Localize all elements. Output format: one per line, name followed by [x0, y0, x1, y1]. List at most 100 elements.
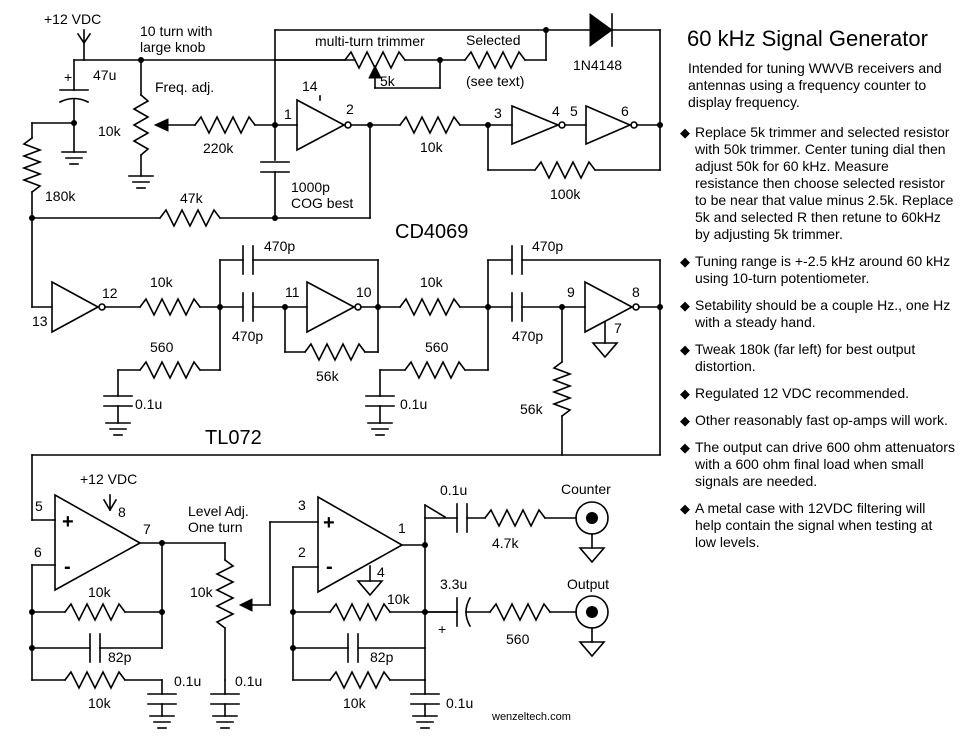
inverter-u1b [511, 104, 561, 146]
label-100k: 100k [550, 186, 581, 202]
pin-2: 2 [346, 101, 354, 117]
label-470p-d: 470p [512, 328, 543, 344]
note-text: Tuning range is +-2.5 kHz around 60 kHz … [695, 253, 951, 286]
freq-pot-10k [132, 93, 150, 157]
label-pot-10k: 10k [98, 123, 122, 139]
note-text: The output can drive 600 ohm attenuators… [695, 439, 955, 489]
note-item: ◆ Replace 5k trimmer and selected resisto… [680, 124, 955, 243]
label-10k-gnd2: 10k [343, 695, 367, 711]
inverter-u1a [296, 98, 346, 152]
ground-opamp-a [149, 715, 175, 729]
pin-ob-2: 2 [298, 544, 306, 560]
cap-cog-label: COG best [291, 195, 353, 211]
label-56k-b: 56k [520, 401, 544, 417]
label-470p-b: 470p [232, 328, 263, 344]
label-470p-c: 470p [532, 238, 563, 254]
opamp-b-plus: + [323, 512, 335, 534]
label-01u-c: 0.1u [174, 673, 201, 689]
inverter-u1e [306, 280, 356, 334]
pin-ob-1: 1 [398, 520, 406, 536]
output-label: Output [567, 576, 609, 592]
label-56k-a: 56k [316, 368, 340, 384]
resistor-560-out [488, 602, 552, 622]
resistor-56k-a [303, 342, 367, 362]
inverter-u1c [585, 104, 633, 146]
resistor-4k7 [483, 508, 547, 528]
label-82p-1: 82p [108, 649, 132, 665]
ic-label-cd4069: CD4069 [395, 221, 468, 243]
diamond-bullet-icon: ◆ [680, 125, 690, 140]
resistor-100k [533, 160, 597, 180]
pin-11: 11 [285, 284, 300, 300]
supply-arrow-top [76, 29, 92, 61]
label-470p-a: 470p [264, 238, 295, 254]
label-01u-b: 0.1u [400, 396, 427, 412]
pin-3: 3 [494, 105, 502, 121]
label-10k-level: 10k [190, 584, 214, 600]
note-item: ◆ Other reasonably fast op-amps will work… [680, 412, 955, 429]
inverter-u1d [51, 280, 100, 334]
schematic: +12 VDC + 47u 10 turn with large knob Fr… [21, 11, 663, 729]
pin-ob-4: 4 [377, 564, 385, 580]
intro-text: Intended for tuning WWVB receivers and a… [688, 60, 942, 110]
level-label-1: Level Adj. [188, 503, 249, 519]
ground-filter-b [367, 422, 393, 436]
label-10k-c: 10k [420, 274, 444, 290]
pin-9: 9 [567, 284, 575, 300]
label-82p-2: 82p [370, 649, 394, 665]
note-text: Setability should be a couple Hz., one H… [695, 297, 951, 330]
label-47k: 47k [180, 190, 204, 206]
label-10k-b: 10k [150, 274, 174, 290]
pin-12: 12 [102, 285, 118, 301]
label-10k-fb2: 10k [387, 591, 411, 607]
pin-8: 8 [632, 284, 640, 300]
note-item: ◆Tuning range is +-2.5 kHz around 60 kHz… [680, 253, 955, 287]
cap-1000p-label: 1000p [291, 179, 330, 195]
opamp-a-plus: + [62, 511, 74, 533]
label-10k-gnd1: 10k [88, 695, 112, 711]
diamond-bullet-icon: ◆ [680, 386, 690, 401]
resistor-10k-fb1 [63, 602, 127, 622]
label-47u: 47u [93, 67, 116, 83]
label-10k-a: 10k [420, 139, 444, 155]
note-text: Regulated 12 VDC recommended. [695, 385, 910, 401]
note-text: Other reasonably fast op-amps will work. [695, 412, 948, 428]
resistor-10k-fb2 [328, 602, 392, 622]
pin-13: 13 [32, 313, 48, 329]
ground-pot [128, 175, 154, 189]
pin-oa-8: 8 [118, 504, 126, 520]
pin-ob-3: 3 [298, 497, 306, 513]
c47-plus-sign: + [64, 69, 72, 85]
diamond-bullet-icon: ◆ [680, 298, 690, 313]
resistor-10k-a [398, 115, 462, 135]
note-item: ◆A metal case with 12VDC filtering will … [680, 500, 955, 551]
resistor-560-a [138, 360, 202, 380]
counter-bnc-connector [575, 501, 609, 564]
inverter-u1f [584, 280, 634, 334]
pin-5: 5 [570, 103, 578, 119]
resistor-47k [158, 208, 222, 228]
cap-33u-plus: + [438, 621, 446, 637]
supply-label-opamp: +12 VDC [80, 471, 137, 487]
opamp-a-minus: - [64, 556, 71, 578]
ground-filter-a [105, 422, 131, 436]
opamp-b-minus: - [326, 556, 333, 578]
label-180k: 180k [45, 188, 76, 204]
diode-label: 1N4148 [573, 57, 622, 73]
opamp-b [317, 495, 404, 594]
ground-opamp-b [412, 715, 438, 729]
note-item: ◆ Regulated 12 VDC recommended. [680, 385, 955, 402]
selected-label-2: (see text) [466, 73, 524, 89]
ground-level [212, 715, 238, 729]
diode-1n4148 [589, 13, 613, 47]
selected-label-1: Selected [466, 32, 520, 48]
level-pot-10k [215, 558, 235, 630]
label-5k: 5k [380, 73, 396, 89]
resistor-10k-b [138, 297, 202, 317]
resistor-10k-c [398, 297, 462, 317]
note-text: Replace 5k trimmer and selected resistor… [695, 124, 954, 242]
label-01u-e: 0.1u [446, 695, 473, 711]
note-text: A metal case with 12VDC filtering will h… [695, 500, 933, 550]
diamond-bullet-icon: ◆ [680, 413, 690, 428]
